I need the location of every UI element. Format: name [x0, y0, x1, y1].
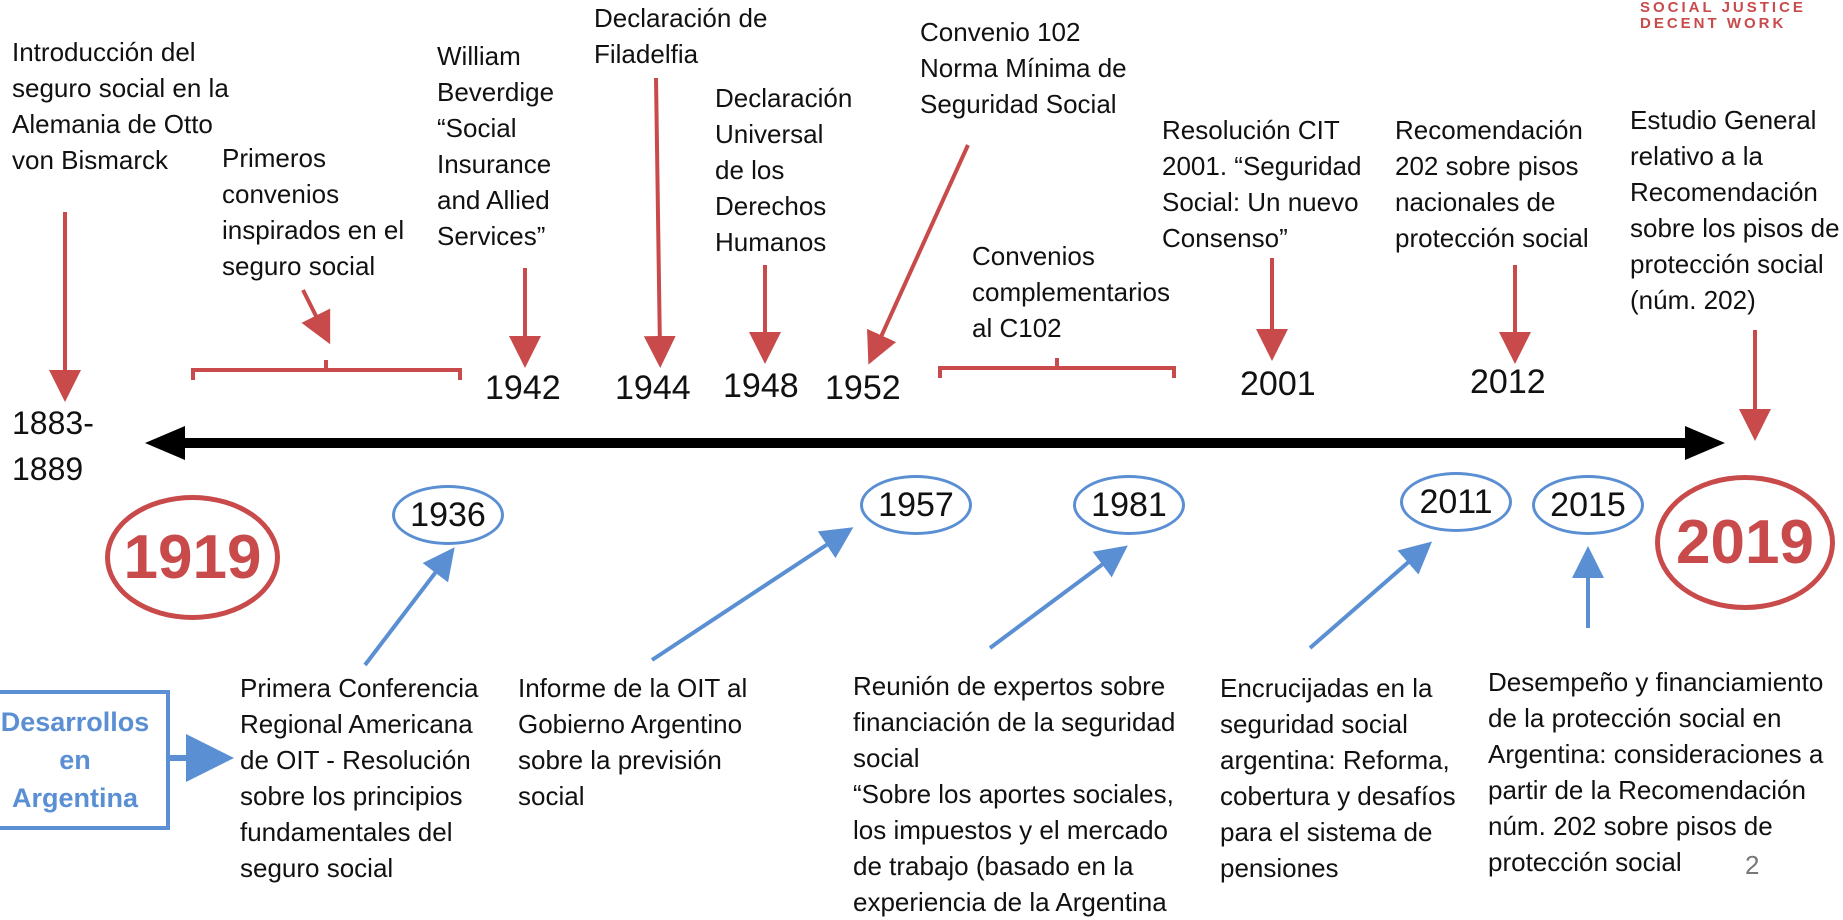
- page-number: 2: [1745, 850, 1760, 880]
- bracket-1919: [191, 360, 462, 380]
- bubble-1936: 1936: [392, 485, 504, 545]
- arrow-1919: [301, 289, 331, 345]
- year-1952: 1952: [825, 369, 901, 407]
- bracket-complementarios: [938, 358, 1176, 378]
- arrow-b1936: [363, 547, 455, 667]
- bubble-2011: 2011: [1400, 472, 1512, 532]
- year-1883-1889: 1883- 1889: [12, 405, 94, 487]
- bottom-event-1957: Informe de la OIT al Gobierno Argentino …: [518, 673, 748, 811]
- desarrollos-argentina-label: Desarrollos en Argentina: [0, 690, 170, 830]
- milestone-1919: 1919: [105, 495, 280, 620]
- bottom-event-2011: Encrucijadas en la seguridad social arge…: [1220, 673, 1456, 883]
- bubble-2015: 2015: [1532, 475, 1644, 535]
- event-1942: William Beverdige “Social Insurance and …: [437, 41, 555, 251]
- event-1919: Primeros convenios inspirados en el segu…: [222, 143, 405, 281]
- year-2012: 2012: [1470, 363, 1546, 401]
- arrow-b1957: [650, 527, 854, 662]
- event-1948: Declaración Universal de los Derechos Hu…: [715, 83, 853, 257]
- milestone-2019: 2019: [1655, 475, 1835, 610]
- event-2019: Estudio General relativo a la Recomendac…: [1630, 105, 1840, 315]
- arrow-1952: [867, 144, 970, 365]
- arrow-b1981: [988, 545, 1128, 650]
- main-timeline-arrow: [145, 426, 1725, 460]
- bubble-1957: 1957: [860, 475, 972, 535]
- arrow-b2011: [1308, 541, 1433, 650]
- bottom-event-1981: Reunión de expertos sobre financiación d…: [853, 671, 1176, 917]
- bubble-1981: 1981: [1073, 475, 1185, 535]
- event-2012: Recomendación 202 sobre pisos nacionales…: [1395, 115, 1589, 253]
- year-1944: 1944: [615, 369, 691, 407]
- branding-text: SOCIAL JUSTICE DECENT WORK: [1640, 0, 1806, 32]
- event-2001: Resolución CIT 2001. “Seguridad Social: …: [1162, 115, 1362, 253]
- arrow-1944: [643, 77, 676, 368]
- year-1948: 1948: [723, 367, 799, 405]
- year-2001: 2001: [1240, 365, 1316, 403]
- event-1883: Introducción del seguro social en la Ale…: [12, 37, 229, 175]
- bottom-event-2015: Desempeño y financiamiento de la protecc…: [1488, 667, 1824, 877]
- event-complementarios: Convenios complementarios al C102: [972, 241, 1170, 343]
- event-1944: Declaración de Filadelfia: [594, 3, 768, 69]
- bottom-event-1936: Primera Conferencia Regional Americana d…: [240, 673, 479, 883]
- event-1952: Convenio 102 Norma Mínima de Seguridad S…: [920, 17, 1127, 119]
- year-1942: 1942: [485, 369, 561, 407]
